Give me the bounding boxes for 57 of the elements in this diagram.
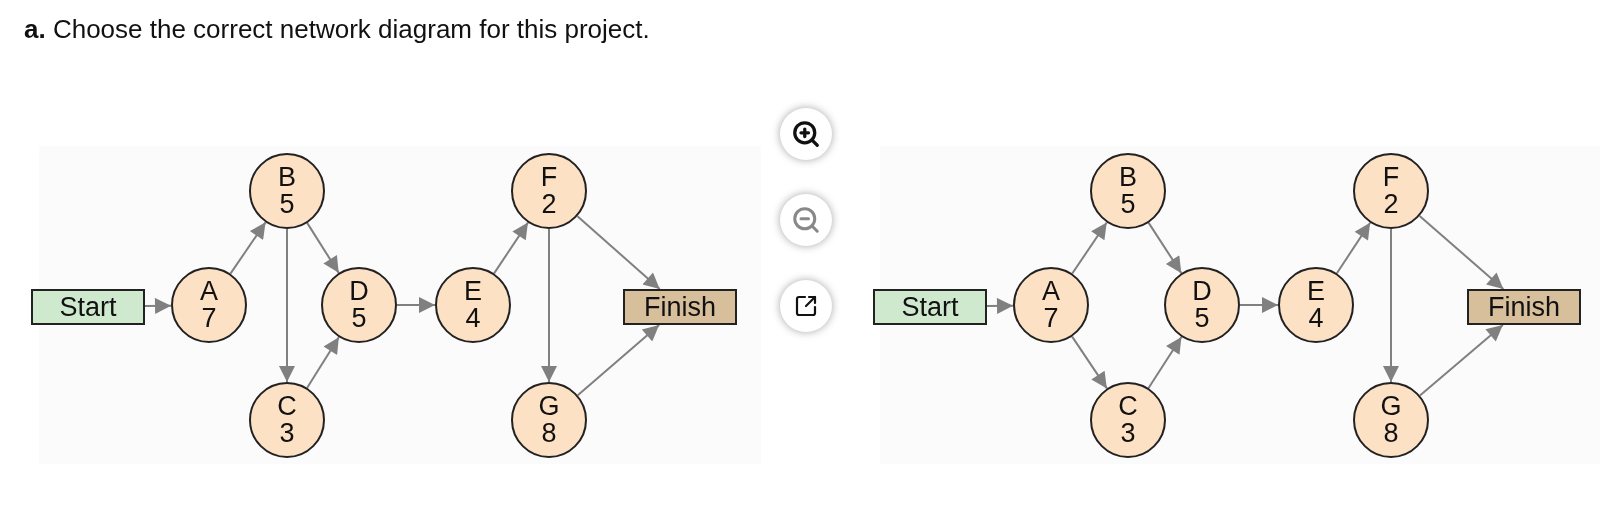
activity-duration: 8	[541, 420, 557, 447]
activity-duration: 5	[1120, 191, 1136, 218]
arrow	[986, 297, 1014, 314]
arrow	[1071, 221, 1108, 275]
activity-letter: G	[1380, 393, 1402, 420]
activity-letter: A	[200, 278, 218, 305]
activity-letter: C	[1118, 393, 1138, 420]
arrow	[396, 297, 436, 313]
activity-duration: 7	[1043, 305, 1059, 332]
arrow	[1383, 228, 1399, 383]
activity-duration: 5	[279, 191, 295, 218]
arrow	[1239, 297, 1279, 313]
arrow	[541, 228, 557, 383]
node-label: Finish	[1488, 291, 1560, 323]
activity-duration: 4	[1308, 305, 1324, 332]
activity-duration: 7	[201, 305, 217, 332]
activity-letter: D	[349, 278, 369, 305]
activity-duration: 2	[541, 191, 557, 218]
arrow	[306, 336, 340, 389]
activity-letter: C	[277, 393, 297, 420]
activity-letter: A	[1042, 278, 1060, 305]
activity-duration: 3	[279, 420, 295, 447]
arrow	[1147, 221, 1183, 275]
arrow	[1418, 324, 1504, 397]
activity-duration: 8	[1383, 420, 1399, 447]
arrow	[229, 221, 267, 275]
activity-duration: 3	[1120, 420, 1136, 447]
activity-letter: E	[1307, 278, 1325, 305]
activity-letter: D	[1192, 278, 1212, 305]
finish-box	[623, 289, 737, 325]
question-text: a. Choose the correct network diagram for this project.	[24, 14, 650, 45]
activity-duration: 4	[465, 305, 481, 332]
node-label: Start	[59, 291, 117, 323]
arrow	[1071, 335, 1108, 390]
activity-duration: 5	[351, 305, 367, 332]
start-box	[31, 289, 145, 325]
arrow	[306, 222, 340, 274]
activity-duration: 5	[1194, 305, 1210, 332]
start-box	[873, 289, 987, 325]
finish-box	[1467, 289, 1581, 325]
arrow	[1147, 335, 1183, 390]
arrow	[576, 324, 661, 397]
activity-letter: E	[464, 278, 482, 305]
activity-letter: F	[1382, 164, 1400, 191]
arrow	[1335, 221, 1372, 275]
arrow	[279, 228, 295, 383]
arrow	[144, 297, 172, 314]
node-label: Start	[901, 291, 959, 323]
activity-letter: G	[538, 393, 560, 420]
arrow	[576, 215, 661, 290]
node-label: Finish	[644, 291, 716, 323]
activity-letter: F	[540, 164, 558, 191]
activity-letter: B	[278, 164, 296, 191]
activity-letter: B	[1119, 164, 1137, 191]
activity-duration: 2	[1383, 191, 1399, 218]
arrow	[493, 221, 529, 275]
arrow	[1418, 215, 1505, 290]
